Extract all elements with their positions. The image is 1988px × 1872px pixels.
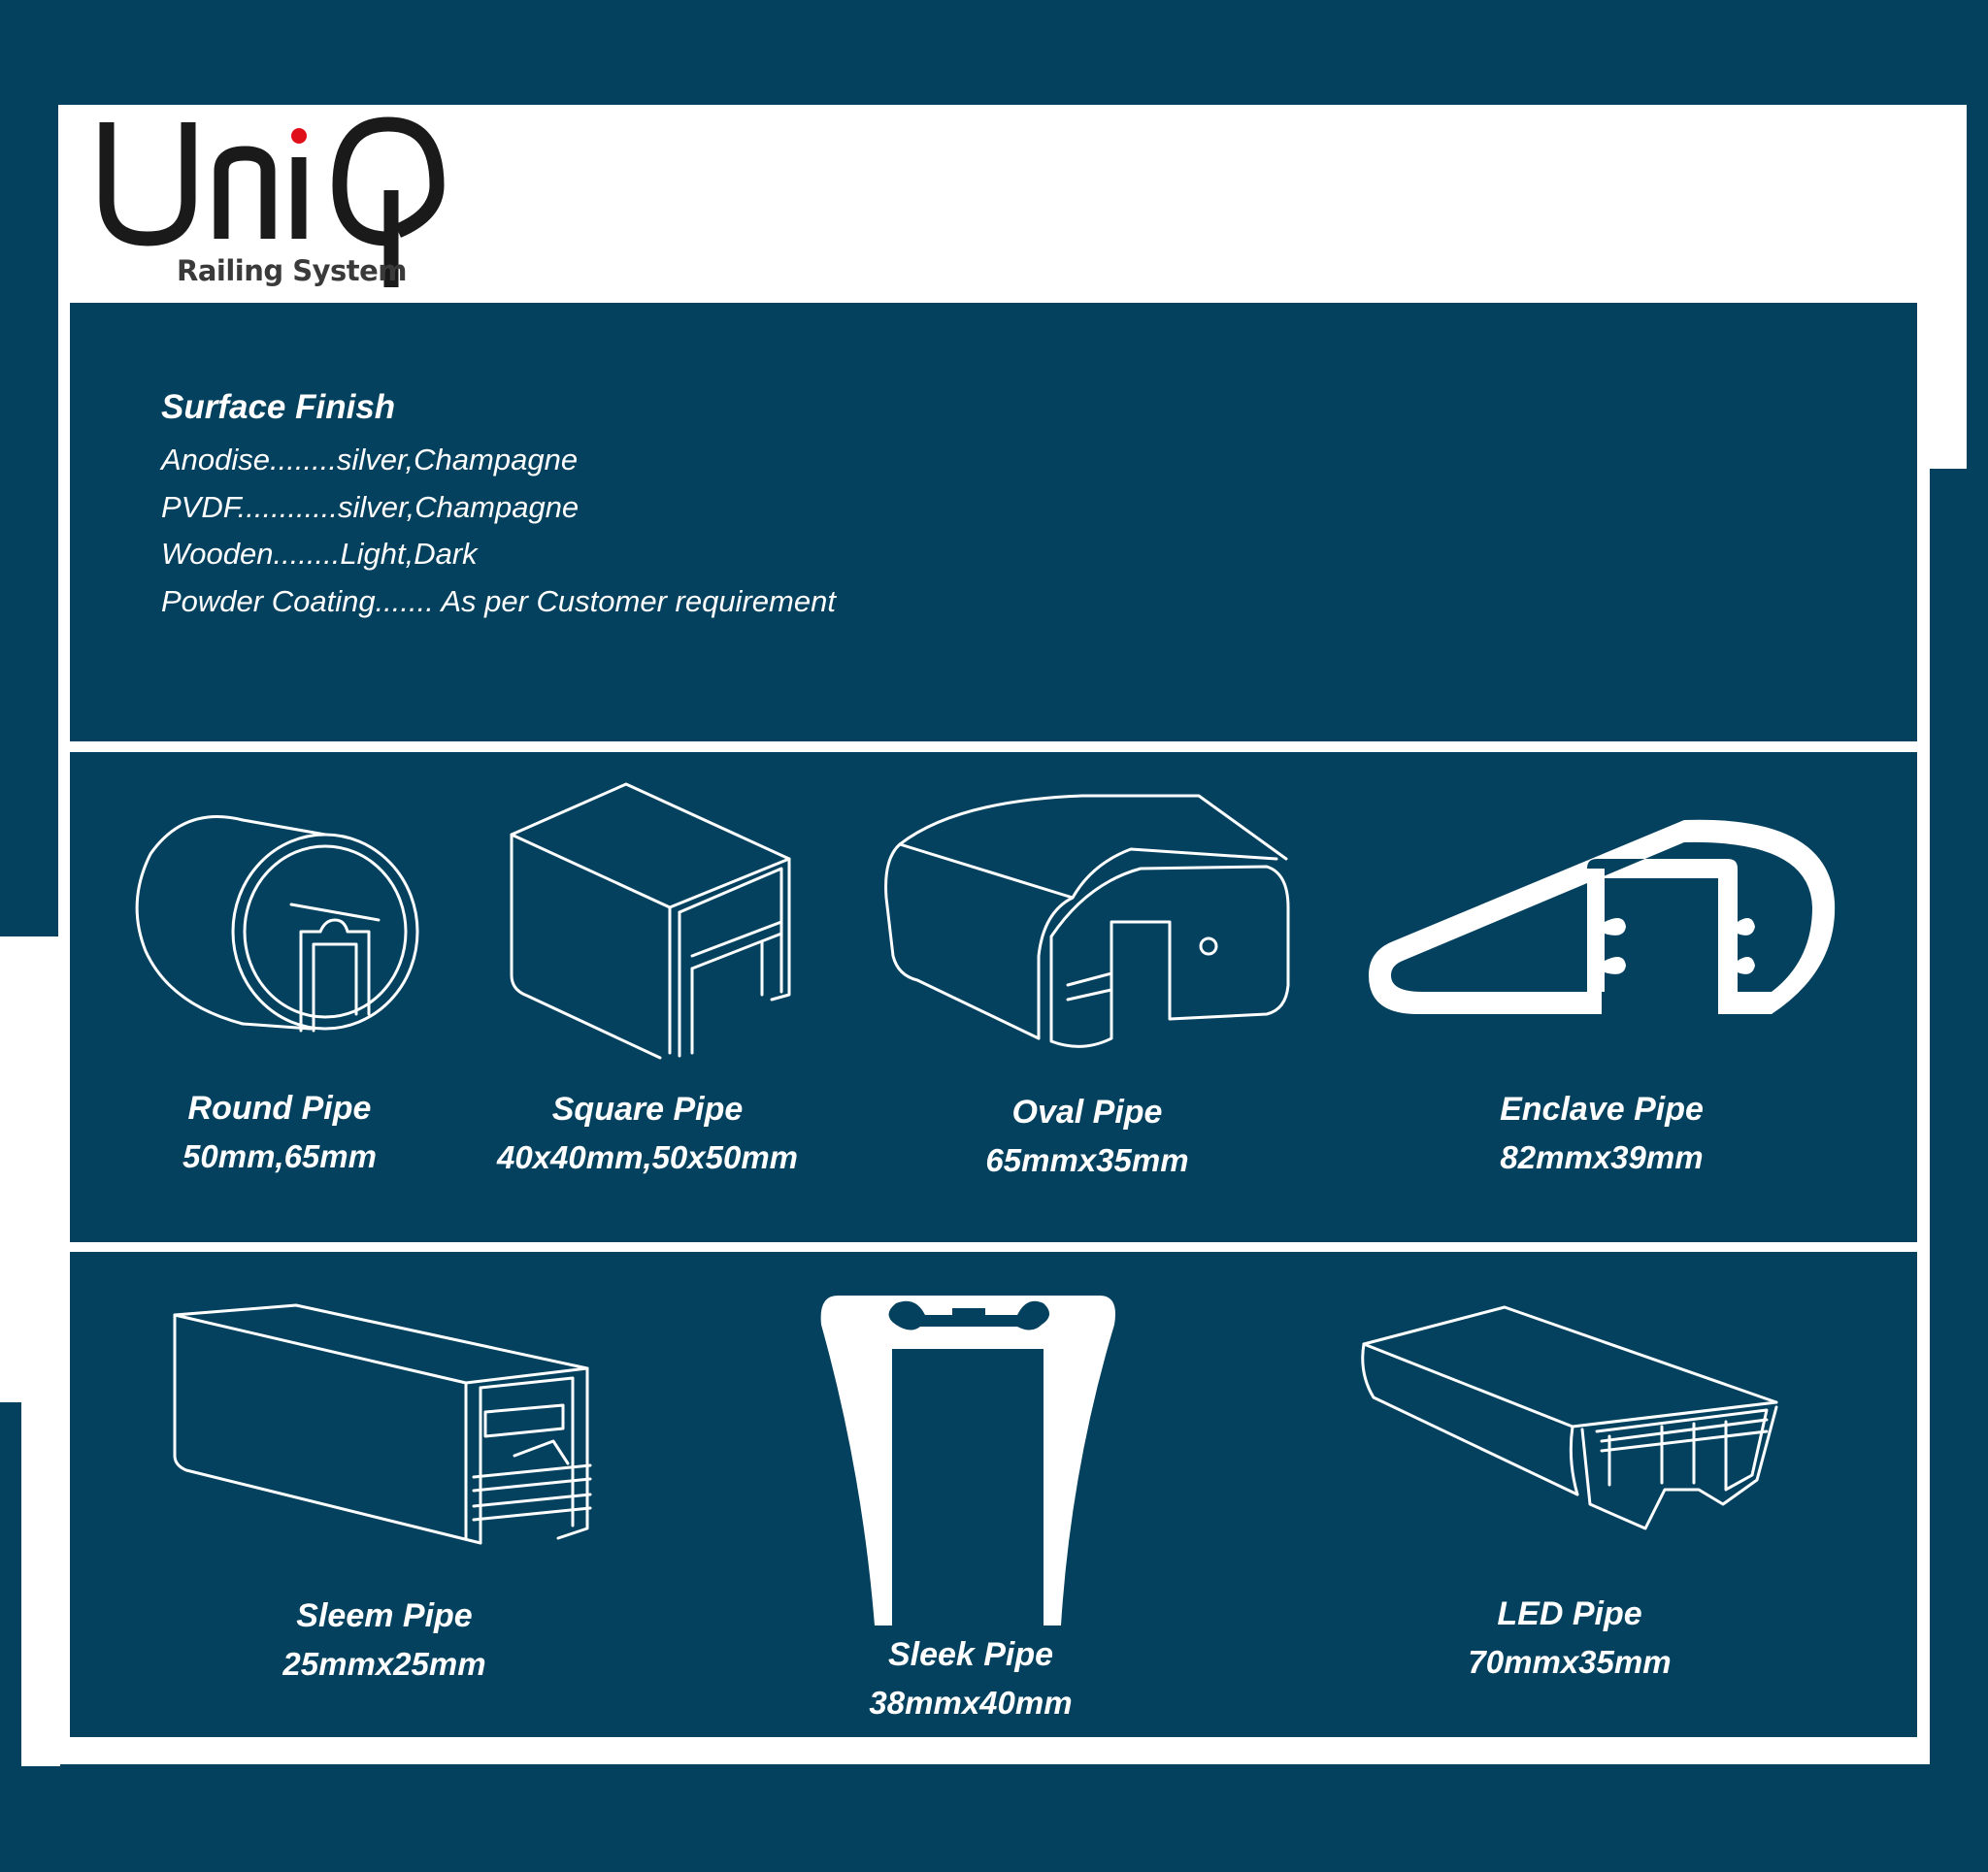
pipe-size: 25mmx25mm bbox=[282, 1646, 486, 1682]
sleem-pipe-icon bbox=[173, 1303, 592, 1545]
square-pipe-icon bbox=[510, 782, 791, 1060]
frame-right-extension bbox=[1928, 105, 1967, 469]
finish-line-powder-coating: Powder Coating....... As per Customer re… bbox=[161, 583, 836, 618]
caption-sleem-pipe: Sleem Pipe 25mmx25mm bbox=[282, 1592, 485, 1689]
finish-line-wooden: Wooden........Light,Dark bbox=[161, 537, 478, 571]
logo-red-dot bbox=[291, 128, 307, 144]
pipe-name: Enclave Pipe bbox=[1500, 1091, 1704, 1128]
surface-finish-panel bbox=[70, 303, 1917, 741]
logo-subtitle: Railing System bbox=[177, 254, 408, 287]
finish-line-anodise: Anodise........silver,Champagne bbox=[161, 443, 579, 476]
uniq-logo bbox=[99, 116, 445, 287]
round-pipe-icon bbox=[135, 815, 419, 1033]
sleek-pipe-icon bbox=[820, 1296, 1115, 1626]
pipe-name: Round Pipe bbox=[187, 1090, 372, 1127]
pipe-name: Square Pipe bbox=[551, 1091, 744, 1128]
pipe-name: LED Pipe bbox=[1497, 1595, 1642, 1632]
caption-round-pipe: Round Pipe 50mm,65mm bbox=[182, 1084, 377, 1181]
frame-right-lower bbox=[1918, 932, 1930, 1764]
pipe-name: Sleem Pipe bbox=[296, 1597, 473, 1634]
pipe-name: Oval Pipe bbox=[1011, 1094, 1163, 1131]
frame-left-lower bbox=[21, 1397, 60, 1766]
pipe-size: 40x40mm,50x50mm bbox=[496, 1139, 799, 1175]
pipe-size: 82mmx39mm bbox=[1500, 1139, 1704, 1175]
caption-sleek-pipe: Sleek Pipe 38mmx40mm bbox=[869, 1630, 1072, 1727]
oval-pipe-icon bbox=[884, 794, 1290, 1048]
caption-square-pipe: Square Pipe 40x40mm,50x50mm bbox=[497, 1085, 798, 1182]
surface-finish-block: Surface Finish Anodise........silver,Cha… bbox=[161, 388, 836, 625]
surface-finish-title: Surface Finish bbox=[161, 388, 396, 426]
pipe-size: 65mmx35mm bbox=[985, 1142, 1189, 1178]
caption-led-pipe: LED Pipe 70mmx35mm bbox=[1468, 1590, 1671, 1687]
pipe-size: 70mmx35mm bbox=[1468, 1644, 1672, 1680]
enclave-pipe-icon bbox=[1369, 819, 1836, 1014]
pipe-size: 50mm,65mm bbox=[182, 1138, 377, 1174]
finish-line-pvdf: PVDF............silver,Champagne bbox=[161, 489, 580, 524]
caption-oval-pipe: Oval Pipe 65mmx35mm bbox=[985, 1088, 1188, 1185]
caption-enclave-pipe: Enclave Pipe 82mmx39mm bbox=[1500, 1085, 1704, 1182]
pipe-size: 38mmx40mm bbox=[869, 1685, 1073, 1721]
frame-left-extension bbox=[0, 936, 60, 1402]
pipe-name: Sleek Pipe bbox=[887, 1636, 1054, 1673]
led-pipe-icon bbox=[1361, 1305, 1778, 1530]
